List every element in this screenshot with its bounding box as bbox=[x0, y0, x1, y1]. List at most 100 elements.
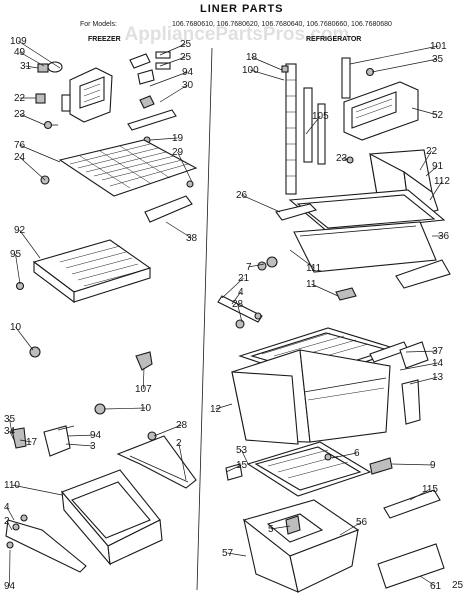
callout-right-13: 13 bbox=[432, 372, 444, 383]
callout-leader-line bbox=[225, 464, 242, 473]
callout-leader-line bbox=[9, 549, 11, 587]
latch-part bbox=[369, 457, 393, 475]
callout-leader-line bbox=[405, 350, 438, 353]
freezer-basket-pan bbox=[61, 469, 163, 566]
hinge-pin-part bbox=[257, 256, 278, 271]
crisper-pan bbox=[231, 349, 391, 445]
callout-right-35: 35 bbox=[432, 54, 444, 65]
callout-leader-line bbox=[19, 156, 46, 181]
callout-right-28: 28 bbox=[232, 299, 244, 310]
crisper-rail bbox=[399, 341, 429, 369]
callout-right-26: 26 bbox=[236, 190, 248, 201]
callout-leader-line bbox=[425, 165, 438, 177]
callout-right-6: 6 bbox=[354, 448, 360, 459]
callout-leader-line bbox=[65, 443, 93, 447]
callout-right-22: 22 bbox=[426, 146, 438, 157]
callout-right-100: 100 bbox=[242, 65, 259, 76]
callout-leader-line bbox=[6, 520, 13, 531]
callout-left-2: 2 bbox=[4, 516, 10, 527]
page-code: 25 bbox=[452, 580, 464, 591]
callout-leader-line bbox=[19, 439, 32, 443]
ice-tray-part bbox=[15, 239, 152, 304]
callout-left-4: 4 bbox=[4, 502, 10, 513]
callout-leader-line bbox=[9, 418, 13, 435]
callout-leader-line bbox=[149, 137, 178, 141]
callout-left-2: 2 bbox=[176, 438, 182, 449]
callout-leader-line bbox=[159, 43, 186, 56]
damper-control-part bbox=[127, 51, 177, 144]
refrigerator-glass-shelf bbox=[275, 189, 446, 273]
callout-leader-line bbox=[305, 115, 321, 135]
clip-part bbox=[135, 351, 153, 371]
callout-left-3: 3 bbox=[90, 441, 96, 452]
side-rail-lower bbox=[377, 543, 445, 589]
callout-left-49: 49 bbox=[14, 47, 26, 58]
callout-left-95: 95 bbox=[10, 249, 22, 260]
callout-left-35: 35 bbox=[4, 414, 16, 425]
callout-leader-line bbox=[251, 56, 283, 71]
callout-left-25: 25 bbox=[180, 39, 192, 50]
callout-right-101: 101 bbox=[430, 41, 447, 52]
callout-leader-line bbox=[12, 484, 63, 496]
callout-leader-line bbox=[391, 463, 433, 466]
callout-right-7: 7 bbox=[246, 262, 252, 273]
callout-leader-line bbox=[248, 263, 265, 268]
utility-bin bbox=[369, 149, 439, 220]
callout-right-61: 61 bbox=[430, 581, 442, 592]
callout-leader-line bbox=[250, 69, 285, 81]
callout-leader-line bbox=[19, 113, 46, 126]
callout-leader-line bbox=[18, 40, 61, 69]
callout-leader-line bbox=[19, 51, 45, 67]
callout-right-11: 11 bbox=[306, 279, 317, 290]
callout-leader-line bbox=[411, 107, 438, 116]
callout-leader-line bbox=[237, 303, 243, 323]
callout-right-9: 9 bbox=[430, 460, 436, 471]
callout-left-17: 17 bbox=[26, 437, 38, 448]
callout-left-94: 94 bbox=[182, 67, 194, 78]
callout-right-52: 52 bbox=[432, 110, 444, 121]
callout-right-21: 21 bbox=[238, 273, 250, 284]
callout-right-53: 53 bbox=[236, 445, 248, 456]
callout-left-38: 38 bbox=[186, 233, 198, 244]
callout-right-37: 37 bbox=[432, 346, 444, 357]
callout-right-111: 111 bbox=[306, 263, 322, 274]
callout-leader-line bbox=[221, 277, 244, 299]
callout-left-31: 31 bbox=[20, 61, 32, 72]
plug-part bbox=[94, 403, 106, 415]
callout-right-5: 5 bbox=[268, 524, 274, 535]
callout-leader-line bbox=[331, 452, 357, 459]
for-models-label: For Models: bbox=[80, 21, 117, 28]
freezer-wire-shelf bbox=[40, 139, 198, 197]
callout-leader-line bbox=[215, 403, 233, 410]
callout-leader-line bbox=[178, 442, 187, 481]
screw-part-r2 bbox=[324, 453, 332, 461]
callout-leader-line bbox=[349, 45, 439, 65]
model-list: 106.7680610, 106.7680620, 106.7680640, 1… bbox=[172, 21, 392, 28]
shelf-ladder-rail bbox=[281, 63, 297, 195]
callout-leader-line bbox=[289, 249, 315, 269]
callout-leader-line bbox=[177, 151, 193, 183]
refrigerator-light-shield bbox=[341, 57, 419, 141]
rail-part bbox=[303, 87, 313, 163]
page-title: LINER PARTS bbox=[200, 3, 284, 15]
callout-left-94: 94 bbox=[90, 430, 102, 441]
callout-right-91: 91 bbox=[432, 161, 444, 172]
section-divider bbox=[196, 47, 213, 591]
shelf-front-trim bbox=[395, 259, 451, 289]
callout-left-107: 107 bbox=[135, 384, 152, 395]
callout-right-23: 23 bbox=[336, 153, 348, 164]
callout-leader-line bbox=[341, 157, 349, 161]
callout-left-10: 10 bbox=[140, 403, 152, 414]
callout-leader-line bbox=[241, 194, 281, 213]
meat-pan bbox=[242, 499, 360, 593]
cam-part bbox=[335, 287, 357, 301]
callout-right-18: 18 bbox=[246, 52, 258, 63]
knob-part bbox=[235, 319, 245, 329]
callout-left-109: 109 bbox=[10, 36, 27, 47]
callout-leader-line bbox=[142, 367, 145, 390]
callout-leader-line bbox=[19, 144, 61, 163]
callout-left-34: 34 bbox=[4, 426, 16, 437]
callout-leader-line bbox=[15, 253, 21, 285]
callout-left-92: 92 bbox=[14, 225, 26, 236]
